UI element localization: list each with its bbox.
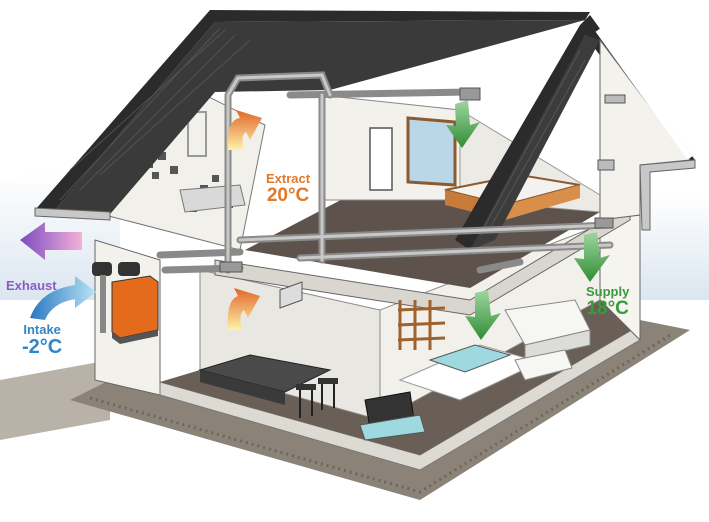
intake-temperature: -2°C	[22, 336, 63, 358]
ceiling-diffuser-upper	[459, 87, 481, 101]
intake-arrow-icon	[30, 276, 96, 320]
upper-door	[369, 127, 393, 191]
supply-arrow-icon-living	[574, 232, 610, 282]
extract-arrow-icon-kitchen	[227, 288, 260, 330]
exhaust-arrow-icon	[20, 222, 82, 260]
gable-vent	[604, 94, 626, 104]
intake-label: Intake -2°C	[22, 323, 62, 357]
supply-label: Supply 18°C	[586, 285, 629, 318]
supply-title: Supply	[586, 284, 630, 299]
extract-arrow-icon	[227, 110, 262, 150]
living-room	[359, 299, 591, 441]
roof-right-edge	[455, 15, 695, 250]
path-ground-left	[0, 360, 110, 440]
background-hill-right	[640, 192, 709, 300]
extract-label: Extract 20°C	[266, 172, 310, 205]
gutter-left	[34, 207, 111, 221]
roof-slope-left	[55, 20, 585, 220]
gutter-right	[639, 159, 696, 231]
ceiling-diffuser-kitchen	[219, 261, 243, 273]
intake-title: Intake	[23, 322, 61, 337]
supply-temperature: 18°C	[586, 298, 629, 319]
supply-arrow-icon	[446, 100, 480, 148]
ceiling-diffuser-supply	[594, 217, 614, 229]
roof-main	[35, 10, 590, 210]
upper-window	[406, 116, 457, 187]
extract-title: Extract	[266, 171, 311, 186]
exhaust-label: Exhaust	[6, 278, 57, 293]
kitchen	[198, 281, 338, 418]
extract-temperature: 20°C	[266, 185, 310, 206]
supply-arrow-icon-center	[465, 290, 501, 340]
upper-floor-slab	[214, 204, 631, 316]
ventilation-unit-icon	[92, 262, 159, 344]
range-hood	[279, 281, 303, 309]
